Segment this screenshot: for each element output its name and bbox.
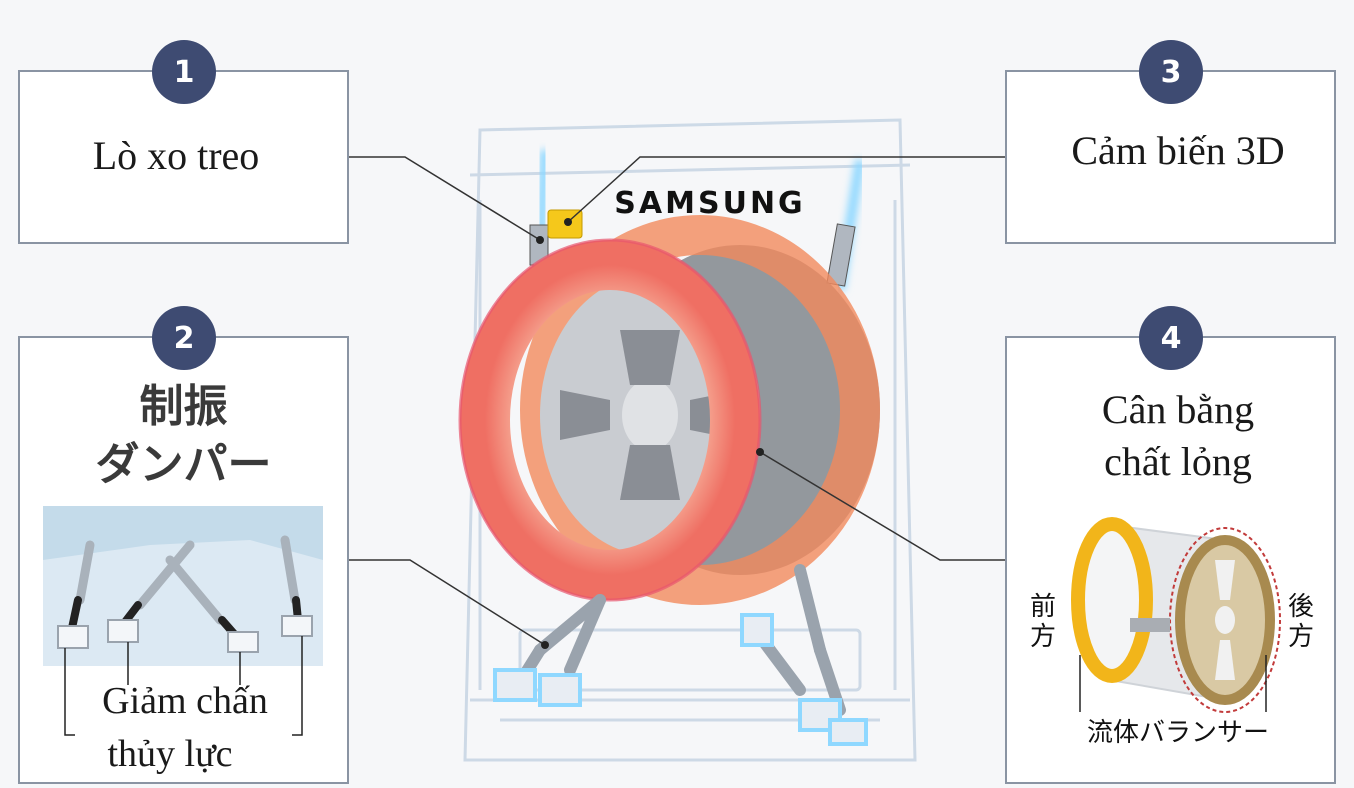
label-damper-jp-line2: ダンパー bbox=[95, 439, 272, 490]
label-damper-jp-line1: 制振 bbox=[139, 381, 228, 432]
leader-line-4 bbox=[759, 451, 1005, 561]
caption-hydraulic-damper-line2: thủy lực bbox=[107, 733, 233, 775]
label-fluid-balance-line2: chất lỏng bbox=[1104, 439, 1252, 484]
leader-line-1 bbox=[348, 156, 541, 241]
label-front: 前方 bbox=[1029, 592, 1056, 652]
leader-line-2 bbox=[348, 559, 546, 646]
drum-back-ring bbox=[520, 215, 880, 605]
label-3d-sensor: Cảm biến 3D bbox=[1071, 128, 1285, 173]
badge-1: 1 bbox=[152, 40, 216, 104]
badge-2: 2 bbox=[152, 306, 216, 370]
badge-3: 3 bbox=[1139, 40, 1203, 104]
label-suspension-spring: Lò xo treo bbox=[92, 133, 260, 178]
leader-line-3 bbox=[567, 156, 1005, 223]
label-back: 後方 bbox=[1287, 592, 1314, 652]
label-fluid-balance-line1: Cân bằng bbox=[1101, 387, 1255, 432]
label-fluid-balancer-jp: 流体バランサー bbox=[1086, 718, 1269, 748]
caption-hydraulic-damper-line1: Giảm chấn bbox=[102, 680, 268, 722]
tub-front-ring bbox=[460, 240, 760, 600]
badge-4: 4 bbox=[1139, 306, 1203, 370]
samsung-logo: SAMSUNG bbox=[614, 186, 805, 221]
